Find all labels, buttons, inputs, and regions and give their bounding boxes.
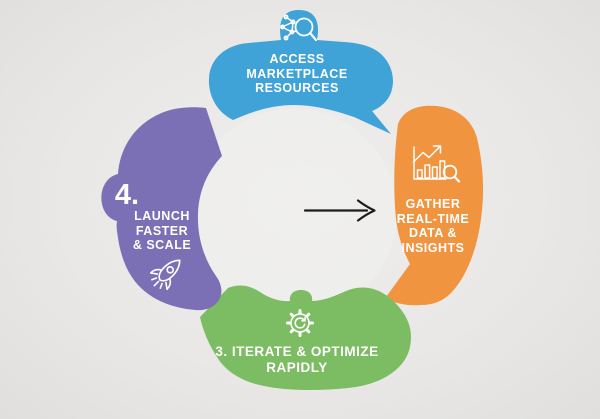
- label-line: REAL-TIME: [396, 211, 470, 226]
- label-line: ACCESS: [269, 52, 325, 66]
- step-4-badge: 4.: [114, 179, 140, 211]
- chart-growth-search-icon: [412, 145, 461, 183]
- inner-circle: [189, 109, 397, 317]
- label-line: RESOURCES: [255, 81, 339, 96]
- segment-launch-label: LAUNCH FASTER & SCALE: [92, 209, 232, 253]
- segment-iterate-label: 3. ITERATE & OPTIMIZE RAPIDLY: [187, 344, 407, 376]
- label-line: 3. ITERATE & OPTIMIZE: [215, 344, 379, 359]
- label-line: FASTER: [135, 223, 189, 238]
- flow-right-arrow-icon: [303, 199, 376, 222]
- segment-iterate-shape: [200, 285, 411, 391]
- segment-access-shape: [208, 10, 393, 134]
- label-line: INSIGHTS: [401, 240, 465, 255]
- label-line: RAPIDLY: [266, 360, 328, 375]
- gear-refresh-icon: [286, 309, 314, 337]
- segment-gather-label: GATHER REAL-TIME DATA & INSIGHTS: [363, 197, 503, 255]
- segment-gather-shape: [378, 105, 484, 308]
- label-line: DATA &: [409, 226, 457, 241]
- rocket-icon: [149, 259, 181, 291]
- segment-access-label: ACCESS MARKETPLACE RESOURCES: [197, 52, 397, 96]
- label-line: & SCALE: [132, 238, 192, 253]
- segment-launch-shape: [101, 107, 222, 311]
- network-search-icon: [280, 14, 318, 42]
- label-line: GATHER: [405, 197, 461, 211]
- label-line: LAUNCH: [134, 209, 190, 223]
- label-line: MARKETPLACE: [246, 66, 348, 81]
